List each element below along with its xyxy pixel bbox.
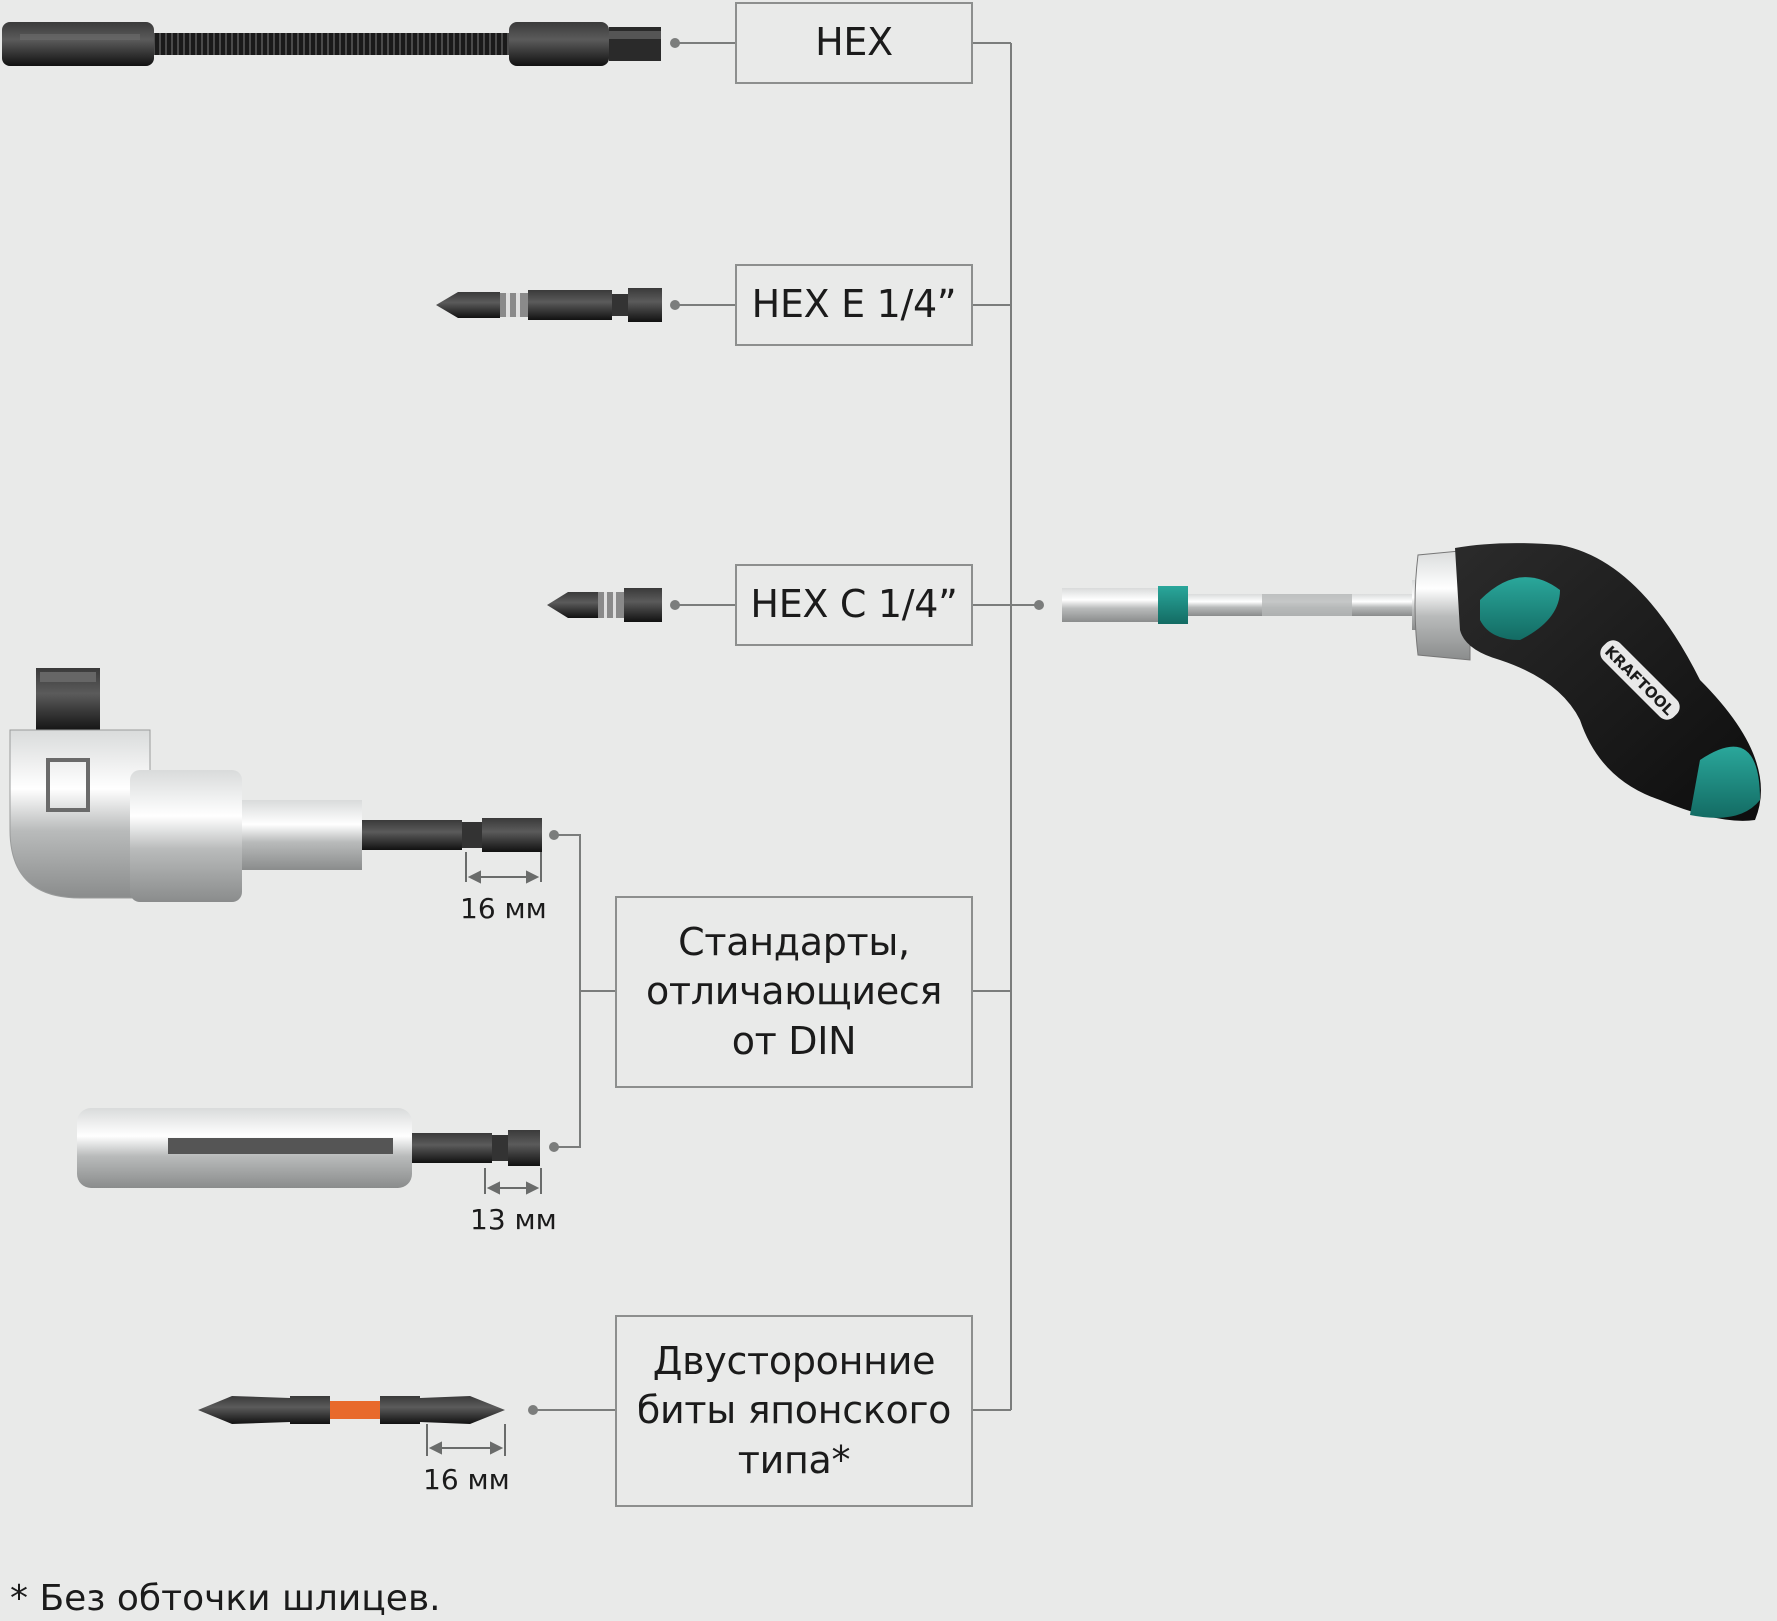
label-box-hex: HEX	[735, 2, 973, 84]
angle-adapter-image	[9, 668, 542, 902]
double-bit-image	[198, 1396, 505, 1424]
hex-c-bit-image	[547, 588, 662, 622]
bit-holder-image	[77, 1108, 540, 1188]
footnote: * Без обточки шлицев.	[10, 1578, 441, 1619]
label-double-bits: Двусторонние биты японского типа*	[636, 1337, 952, 1485]
label-double-bits-line-3: типа*	[737, 1437, 851, 1482]
label-box-hex-e: HEX E 1/4”	[735, 264, 973, 346]
connector-dots	[528, 38, 1044, 1415]
dimension-arrows	[426, 852, 542, 1456]
label-double-bits-line-2: биты японского	[636, 1388, 952, 1433]
dimension-angle-adapter: 16 мм	[460, 892, 547, 925]
dimension-bit-holder: 13 мм	[470, 1203, 557, 1236]
label-non-din: Стандарты, отличающиеся от DIN	[646, 918, 942, 1066]
label-non-din-line-2: отличающиеся	[645, 969, 943, 1014]
flexible-shaft-image	[2, 22, 661, 66]
label-hex-e: HEX E 1/4”	[751, 282, 957, 327]
label-box-double-bits: Двусторонние биты японского типа*	[615, 1315, 973, 1507]
ratchet-screwdriver-image: KRAFTOOL	[1062, 543, 1761, 821]
label-box-non-din: Стандарты, отличающиеся от DIN	[615, 896, 973, 1088]
label-non-din-line-1: Стандарты,	[678, 919, 910, 964]
label-hex: HEX	[815, 20, 893, 65]
connector-lines	[533, 42, 1039, 1411]
label-non-din-line-3: от DIN	[731, 1018, 857, 1063]
label-hex-c: HEX C 1/4”	[750, 582, 958, 627]
label-box-hex-c: HEX C 1/4”	[735, 564, 973, 646]
dimension-double-bit: 16 мм	[423, 1463, 510, 1496]
hex-e-bit-image	[436, 288, 662, 322]
label-double-bits-line-1: Двусторонние	[652, 1338, 936, 1383]
